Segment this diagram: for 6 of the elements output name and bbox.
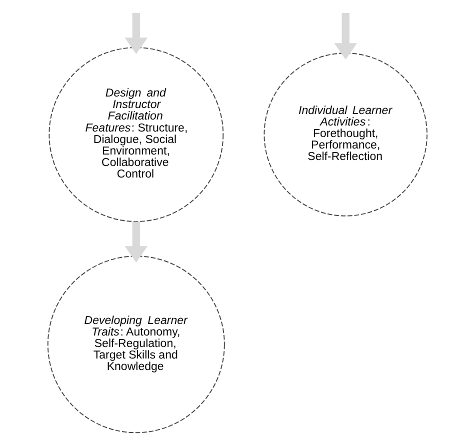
node-circle: Developing Learner Traits: Autonomy, Self-Regulation, Target Skills and Knowledge [46,256,224,434]
arrow [124,13,148,54]
arrow [334,13,357,60]
arrow [124,222,148,262]
node-circle: Individual Learner Activities: Forethought, Performance, Self-Reflection [263,52,427,216]
node-circle: Design and Instructor Facilitation Features: Structure, Dialogue, Social Environment, Collaborative Control [48,47,224,222]
